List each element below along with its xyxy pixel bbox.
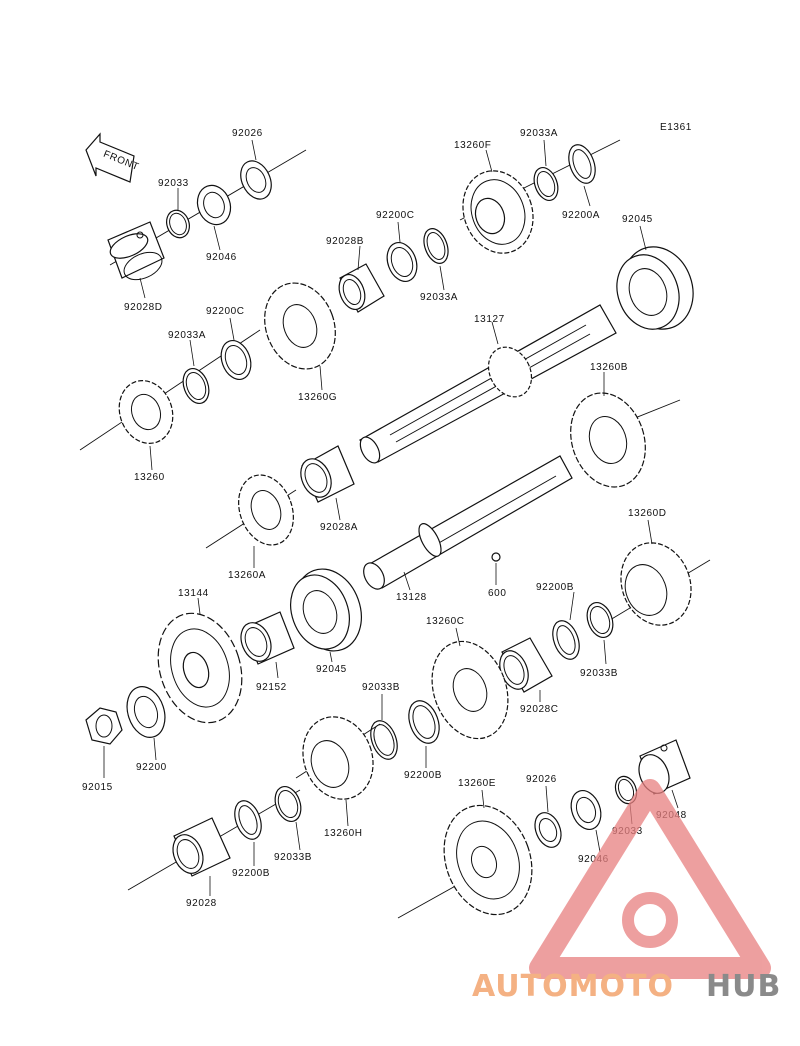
washer-92200A bbox=[568, 144, 596, 184]
gear-13260B bbox=[570, 392, 646, 488]
circlip-92033B-right bbox=[586, 601, 614, 639]
circlip-92033-lower bbox=[614, 775, 638, 805]
label-13260G: 13260G bbox=[298, 392, 337, 403]
bushing-92028B bbox=[338, 263, 385, 313]
washer-92200 bbox=[126, 686, 166, 738]
label-92046-upper: 92046 bbox=[206, 252, 237, 263]
circlip-92033A-top bbox=[533, 166, 559, 202]
label-13128: 13128 bbox=[396, 592, 427, 603]
label-13260H: 13260H bbox=[324, 828, 363, 839]
label-92033B-right: 92033B bbox=[580, 668, 618, 679]
ball-bearing-92045-upper bbox=[616, 246, 694, 330]
label-92200B-mid: 92200B bbox=[404, 770, 442, 781]
label-13260E: 13260E bbox=[458, 778, 496, 789]
washer-92200B-mid bbox=[408, 700, 440, 744]
watermark-part2: HUB bbox=[706, 969, 781, 1004]
bushing-92028C bbox=[499, 637, 553, 693]
label-92026-upper: 92026 bbox=[232, 128, 263, 139]
washer-92026-lower bbox=[534, 812, 562, 848]
watermark-text: AUTOMOTO HUB bbox=[472, 969, 781, 1004]
bushing-92028A bbox=[300, 445, 355, 503]
label-92033B-lower: 92033B bbox=[274, 852, 312, 863]
label-13144: 13144 bbox=[178, 588, 209, 599]
gear-13260H bbox=[302, 716, 374, 800]
label-92033B-mid: 92033B bbox=[362, 682, 400, 693]
bearing-92028D bbox=[107, 221, 165, 281]
circlip-92033-upper bbox=[166, 209, 190, 239]
label-92200A: 92200A bbox=[562, 210, 600, 221]
label-92015: 92015 bbox=[82, 782, 113, 793]
label-92033-upper: 92033 bbox=[158, 178, 189, 189]
label-92033A-left: 92033A bbox=[168, 330, 206, 341]
gear-13260C bbox=[431, 640, 509, 740]
gear-13260F bbox=[462, 170, 534, 254]
washer-92200C-left bbox=[220, 340, 252, 380]
bushing-92028 bbox=[172, 817, 231, 877]
label-92028: 92028 bbox=[186, 898, 217, 909]
collar-92152 bbox=[240, 611, 295, 665]
shaft-13127 bbox=[359, 304, 617, 464]
label-92046-lower: 92046 bbox=[578, 854, 609, 865]
label-13260D: 13260D bbox=[628, 508, 667, 519]
watermark-logo-icon bbox=[529, 779, 771, 979]
label-92033A-mid: 92033A bbox=[420, 292, 458, 303]
label-92200B-right: 92200B bbox=[536, 582, 574, 593]
gear-13260A bbox=[238, 474, 294, 546]
diagram-code: E1361 bbox=[660, 122, 692, 133]
needle-bearing-92046-lower bbox=[570, 790, 602, 830]
label-92026-lower: 92026 bbox=[526, 774, 557, 785]
nut-92015 bbox=[85, 707, 123, 745]
label-92028B: 92028B bbox=[326, 236, 364, 247]
label-92028A: 92028A bbox=[320, 522, 358, 533]
shaft-13128 bbox=[363, 455, 573, 590]
gear-13260D bbox=[620, 542, 692, 626]
circlip-92033A-mid bbox=[423, 228, 449, 264]
label-13127: 13127 bbox=[474, 314, 505, 325]
washer-92026-upper bbox=[240, 160, 272, 200]
gear-13260G bbox=[264, 282, 336, 370]
label-13260: 13260 bbox=[134, 472, 165, 483]
label-13260B: 13260B bbox=[590, 362, 628, 373]
ball-600 bbox=[491, 552, 501, 562]
sprocket-13144 bbox=[157, 612, 243, 724]
gear-13260E bbox=[443, 804, 533, 916]
washer-92200C-upper bbox=[386, 242, 418, 282]
washer-92200B-right bbox=[552, 620, 580, 660]
gear-13260 bbox=[118, 380, 174, 444]
label-13260F: 13260F bbox=[454, 140, 492, 151]
circlip-92033A-left bbox=[182, 367, 210, 405]
needle-bearing-92046-upper bbox=[196, 184, 232, 226]
front-arrow-icon: FRONT bbox=[85, 132, 140, 183]
label-92152: 92152 bbox=[256, 682, 287, 693]
label-92045-lower: 92045 bbox=[316, 664, 347, 675]
label-92028D: 92028D bbox=[124, 302, 163, 313]
ball-bearing-92045-lower bbox=[290, 568, 362, 652]
washer-92200B-lower bbox=[234, 800, 262, 840]
label-92033A-top: 92033A bbox=[520, 128, 558, 139]
label-92200: 92200 bbox=[136, 762, 167, 773]
label-600: 600 bbox=[488, 588, 507, 599]
label-92045-upper: 92045 bbox=[622, 214, 653, 225]
label-13260A: 13260A bbox=[228, 570, 266, 581]
label-92200C-upper: 92200C bbox=[376, 210, 415, 221]
label-92028C: 92028C bbox=[520, 704, 559, 715]
label-92200B-lower: 92200B bbox=[232, 868, 270, 879]
watermark-part1: AUTOMOTO bbox=[472, 969, 674, 1004]
label-13260C: 13260C bbox=[426, 616, 465, 627]
label-92200C-left: 92200C bbox=[206, 306, 245, 317]
circlip-92033B-lower bbox=[274, 785, 302, 823]
